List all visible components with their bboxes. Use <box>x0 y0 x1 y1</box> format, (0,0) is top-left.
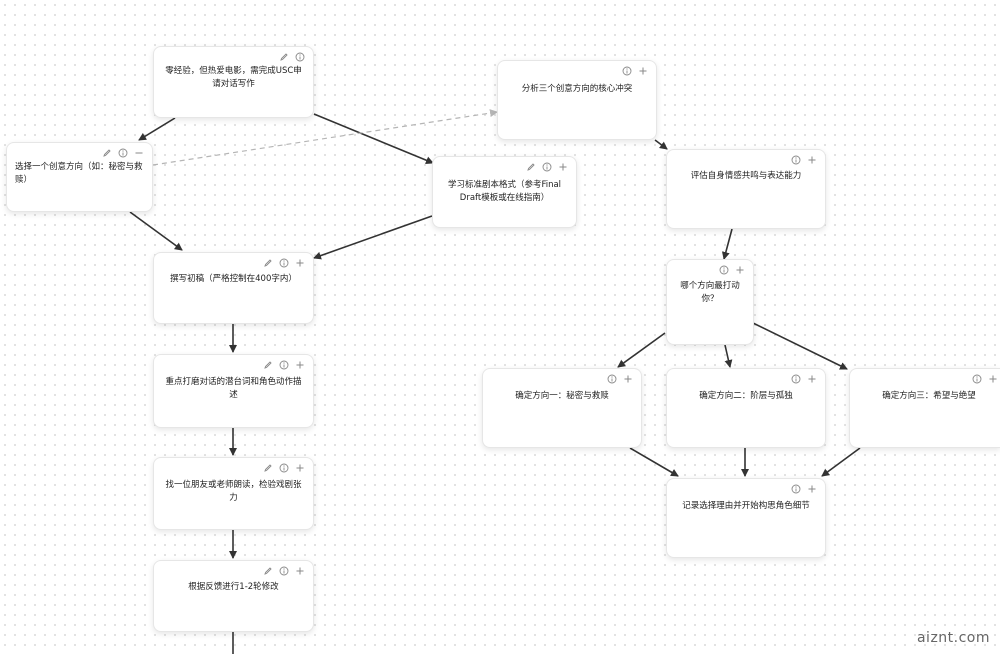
node-toolbar <box>263 360 305 370</box>
plus-icon[interactable] <box>807 484 817 494</box>
node-text: 确定方向一：秘密与救赎 <box>515 391 609 401</box>
info-icon[interactable] <box>972 374 982 384</box>
node-toolbar <box>263 566 305 576</box>
minus-icon[interactable] <box>134 148 144 158</box>
node-n2[interactable]: 选择一个创意方向（如：秘密与救赎） <box>6 142 153 212</box>
info-icon[interactable] <box>607 374 617 384</box>
edge-n1-n2 <box>138 117 176 141</box>
node-n3[interactable]: 学习标准剧本格式（参考Final Draft模板或在线指南） <box>432 156 577 228</box>
edge-n2-n4 <box>129 211 183 251</box>
node-n11[interactable]: 确定方向一：秘密与救赎 <box>482 368 642 448</box>
node-text: 零经验，但热爱电影，需完成USC申请对话写作 <box>165 66 302 89</box>
info-icon[interactable] <box>791 484 801 494</box>
node-toolbar <box>791 155 817 165</box>
edge-n8-n9 <box>654 139 668 150</box>
plus-icon[interactable] <box>807 155 817 165</box>
node-toolbar <box>263 463 305 473</box>
node-toolbar <box>263 258 305 268</box>
plus-icon[interactable] <box>807 374 817 384</box>
plus-icon[interactable] <box>623 374 633 384</box>
node-toolbar <box>972 374 998 384</box>
node-toolbar <box>279 52 305 62</box>
edge-n1-n3 <box>313 113 434 165</box>
edge-n3-n4 <box>313 215 433 260</box>
node-n1[interactable]: 零经验，但热爱电影，需完成USC申请对话写作 <box>153 46 314 118</box>
edge-n10-n12 <box>724 344 733 368</box>
node-toolbar <box>791 374 817 384</box>
node-text: 选择一个创意方向（如：秘密与救赎） <box>15 162 143 185</box>
edge-n9-n10 <box>721 228 733 260</box>
plus-icon[interactable] <box>295 463 305 473</box>
node-n5[interactable]: 重点打磨对话的潜台词和角色动作描述 <box>153 354 314 428</box>
node-text: 确定方向二：阶层与孤独 <box>699 391 793 401</box>
plus-icon[interactable] <box>295 258 305 268</box>
plus-icon[interactable] <box>638 66 648 76</box>
node-text: 撰写初稿（严格控制在400字内） <box>170 274 297 284</box>
node-n13[interactable]: 确定方向三：希望与绝望 <box>849 368 1000 448</box>
info-icon[interactable] <box>279 463 289 473</box>
watermark: aiznt.com <box>916 630 990 646</box>
edit-icon[interactable] <box>263 463 273 473</box>
node-toolbar <box>526 162 568 172</box>
info-icon[interactable] <box>279 258 289 268</box>
plus-icon[interactable] <box>295 360 305 370</box>
edit-icon[interactable] <box>263 258 273 268</box>
node-n12[interactable]: 确定方向二：阶层与孤独 <box>666 368 826 448</box>
node-text: 记录选择理由并开始构思角色细节 <box>682 501 810 511</box>
node-n10[interactable]: 哪个方向最打动你？ <box>666 259 754 345</box>
node-n7[interactable]: 根据反馈进行1-2轮修改 <box>153 560 314 632</box>
info-icon[interactable] <box>279 566 289 576</box>
node-text: 找一位朋友或老师朗读，检验戏剧张力 <box>165 480 302 503</box>
info-icon[interactable] <box>295 52 305 62</box>
node-toolbar <box>791 484 817 494</box>
node-text: 根据反馈进行1-2轮修改 <box>188 582 279 592</box>
edit-icon[interactable] <box>263 566 273 576</box>
node-text: 哪个方向最打动你？ <box>680 281 740 304</box>
edit-icon[interactable] <box>102 148 112 158</box>
edge-n13-n14 <box>821 447 861 477</box>
node-toolbar <box>102 148 144 158</box>
node-n14[interactable]: 记录选择理由并开始构思角色细节 <box>666 478 826 558</box>
info-icon[interactable] <box>719 265 729 275</box>
node-toolbar <box>622 66 648 76</box>
node-n9[interactable]: 评估自身情感共鸣与表达能力 <box>666 149 826 229</box>
info-icon[interactable] <box>791 155 801 165</box>
node-text: 学习标准剧本格式（参考Final Draft模板或在线指南） <box>447 180 562 203</box>
plus-icon[interactable] <box>295 566 305 576</box>
node-toolbar <box>719 265 745 275</box>
edit-icon[interactable] <box>279 52 289 62</box>
info-icon[interactable] <box>118 148 128 158</box>
info-icon[interactable] <box>791 374 801 384</box>
node-text: 评估自身情感共鸣与表达能力 <box>690 171 802 181</box>
info-icon[interactable] <box>279 360 289 370</box>
node-n8[interactable]: 分析三个创意方向的核心冲突 <box>497 60 657 140</box>
info-icon[interactable] <box>622 66 632 76</box>
node-text: 分析三个创意方向的核心冲突 <box>521 84 633 94</box>
node-n6[interactable]: 找一位朋友或老师朗读，检验戏剧张力 <box>153 457 314 530</box>
node-n4[interactable]: 撰写初稿（严格控制在400字内） <box>153 252 314 324</box>
edit-icon[interactable] <box>526 162 536 172</box>
node-text: 确定方向三：希望与绝望 <box>882 391 976 401</box>
edit-icon[interactable] <box>263 360 273 370</box>
edge-n10-n11 <box>617 332 666 368</box>
plus-icon[interactable] <box>558 162 568 172</box>
info-icon[interactable] <box>542 162 552 172</box>
edge-n10-n13 <box>752 322 848 370</box>
node-toolbar <box>607 374 633 384</box>
node-text: 重点打磨对话的潜台词和角色动作描述 <box>165 377 302 400</box>
edge-n11-n14 <box>629 447 679 477</box>
plus-icon[interactable] <box>988 374 998 384</box>
plus-icon[interactable] <box>735 265 745 275</box>
